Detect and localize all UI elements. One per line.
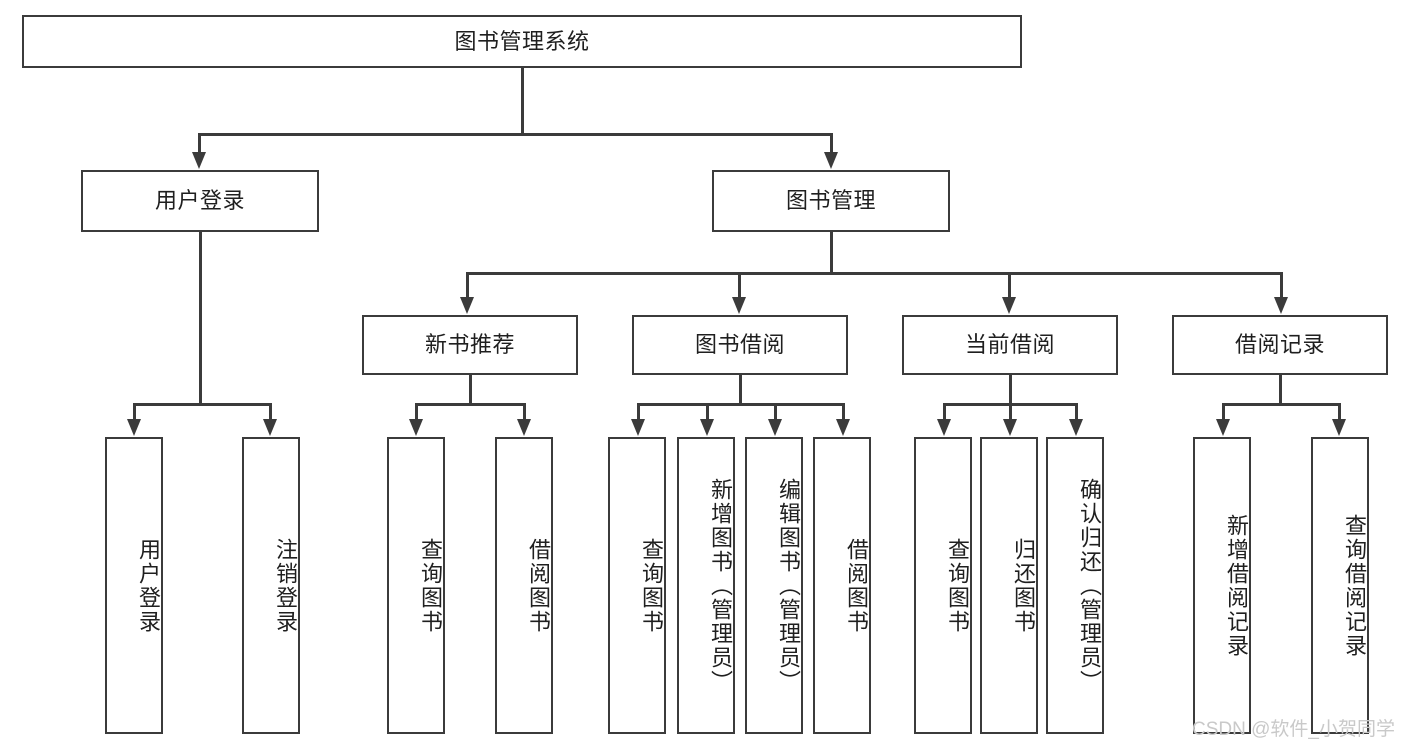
- connector-root-stem: [521, 68, 524, 134]
- connector-root-drop-right: [830, 133, 833, 153]
- connector-book-mgmt-drop-3: [1008, 272, 1011, 298]
- node-new-book-recommend[interactable]: 新书推荐: [362, 315, 578, 375]
- connector-borrow-record-stem: [1279, 375, 1282, 405]
- connector-book-borrow-drop-2: [706, 403, 709, 420]
- arrow-to-leaf-edit-book: [768, 419, 782, 436]
- connector-new-book-drop-2: [523, 403, 526, 420]
- connector-book-mgmt-stem: [830, 232, 833, 274]
- node-label: 查询借阅记录: [1342, 513, 1367, 658]
- connector-book-mgmt-drop-2: [738, 272, 741, 298]
- arrow-to-current-borrow: [1002, 297, 1016, 314]
- connector-user-login-stem: [199, 232, 202, 405]
- node-label: 注销登录: [273, 537, 298, 634]
- leaf-edit-book-admin[interactable]: 编辑图书（管理员）: [745, 437, 803, 734]
- leaf-add-book-admin[interactable]: 新增图书（管理员）: [677, 437, 735, 734]
- connector-borrow-record-bar: [1222, 403, 1340, 406]
- arrow-to-leaf-borrow-book-nb: [517, 419, 531, 436]
- node-borrow-record[interactable]: 借阅记录: [1172, 315, 1388, 375]
- node-label: 图书借阅: [694, 332, 785, 358]
- connector-new-book-bar: [415, 403, 525, 406]
- connector-book-borrow-drop-3: [774, 403, 777, 420]
- connector-user-login-drop-1: [133, 403, 136, 420]
- leaf-return-book[interactable]: 归还图书: [980, 437, 1038, 734]
- node-book-borrow[interactable]: 图书借阅: [632, 315, 848, 375]
- leaf-borrow-book-new[interactable]: 借阅图书: [495, 437, 553, 734]
- arrow-to-book-management: [824, 152, 838, 169]
- arrow-to-leaf-query-record: [1332, 419, 1346, 436]
- node-label: 新增借阅记录: [1224, 513, 1249, 658]
- connector-user-login-bar: [133, 403, 271, 406]
- leaf-query-borrow-record[interactable]: 查询借阅记录: [1311, 437, 1369, 734]
- node-label: 图书管理: [785, 188, 876, 214]
- node-label: 用户登录: [154, 188, 245, 214]
- connector-book-borrow-drop-1: [637, 403, 640, 420]
- node-label: 借阅图书: [844, 537, 869, 634]
- node-root-system[interactable]: 图书管理系统: [22, 15, 1022, 68]
- node-label: 查询图书: [945, 537, 970, 634]
- connector-new-book-drop-1: [415, 403, 418, 420]
- leaf-add-borrow-record[interactable]: 新增借阅记录: [1193, 437, 1251, 734]
- connector-root-bar: [198, 133, 832, 136]
- connector-root-drop-left: [198, 133, 201, 153]
- connector-borrow-record-drop-2: [1338, 403, 1341, 420]
- node-label: 查询图书: [639, 537, 664, 634]
- arrow-to-leaf-query-book-cb: [937, 419, 951, 436]
- connector-current-borrow-drop-2: [1009, 403, 1012, 420]
- connector-book-borrow-stem: [739, 375, 742, 405]
- arrow-to-leaf-confirm-return: [1069, 419, 1083, 436]
- node-label: 当前借阅: [964, 332, 1055, 358]
- connector-book-mgmt-bar: [466, 272, 1282, 275]
- leaf-confirm-return-admin[interactable]: 确认归还（管理员）: [1046, 437, 1104, 734]
- connector-new-book-stem: [469, 375, 472, 405]
- arrow-to-leaf-query-book-bb: [631, 419, 645, 436]
- node-user-login[interactable]: 用户登录: [81, 170, 319, 232]
- connector-book-borrow-bar: [637, 403, 845, 406]
- node-current-borrow[interactable]: 当前借阅: [902, 315, 1118, 375]
- node-label: 编辑图书（管理员）: [776, 477, 801, 694]
- arrow-to-leaf-borrow-book-bb: [836, 419, 850, 436]
- leaf-query-book-new[interactable]: 查询图书: [387, 437, 445, 734]
- node-label: 借阅记录: [1234, 332, 1325, 358]
- arrow-to-leaf-query-book-nb: [409, 419, 423, 436]
- node-label: 图书管理系统: [454, 28, 590, 54]
- connector-current-borrow-drop-1: [943, 403, 946, 420]
- node-book-management[interactable]: 图书管理: [712, 170, 950, 232]
- leaf-query-book-borrow[interactable]: 查询图书: [608, 437, 666, 734]
- connector-book-mgmt-drop-1: [466, 272, 469, 298]
- node-label: 借阅图书: [526, 537, 551, 634]
- node-label: 新书推荐: [424, 332, 515, 358]
- connector-current-borrow-stem: [1009, 375, 1012, 405]
- node-label: 归还图书: [1011, 537, 1036, 634]
- node-label: 新增图书（管理员）: [708, 477, 733, 694]
- arrow-to-borrow-record: [1274, 297, 1288, 314]
- arrow-to-leaf-add-record: [1216, 419, 1230, 436]
- node-label: 用户登录: [136, 537, 161, 634]
- arrow-to-user-login: [192, 152, 206, 169]
- node-label: 确认归还（管理员）: [1077, 477, 1102, 694]
- leaf-query-book-current[interactable]: 查询图书: [914, 437, 972, 734]
- arrow-to-leaf-add-book: [700, 419, 714, 436]
- connector-user-login-drop-2: [269, 403, 272, 420]
- connector-book-borrow-drop-4: [842, 403, 845, 420]
- connector-book-mgmt-drop-4: [1280, 272, 1283, 298]
- connector-current-borrow-drop-3: [1075, 403, 1078, 420]
- arrow-to-leaf-return-book: [1003, 419, 1017, 436]
- leaf-borrow-book[interactable]: 借阅图书: [813, 437, 871, 734]
- connector-borrow-record-drop-1: [1222, 403, 1225, 420]
- arrow-to-leaf-user-login: [127, 419, 141, 436]
- arrow-to-new-book: [460, 297, 474, 314]
- leaf-user-login[interactable]: 用户登录: [105, 437, 163, 734]
- arrow-to-book-borrow: [732, 297, 746, 314]
- leaf-logout[interactable]: 注销登录: [242, 437, 300, 734]
- arrow-to-leaf-logout: [263, 419, 277, 436]
- node-label: 查询图书: [418, 537, 443, 634]
